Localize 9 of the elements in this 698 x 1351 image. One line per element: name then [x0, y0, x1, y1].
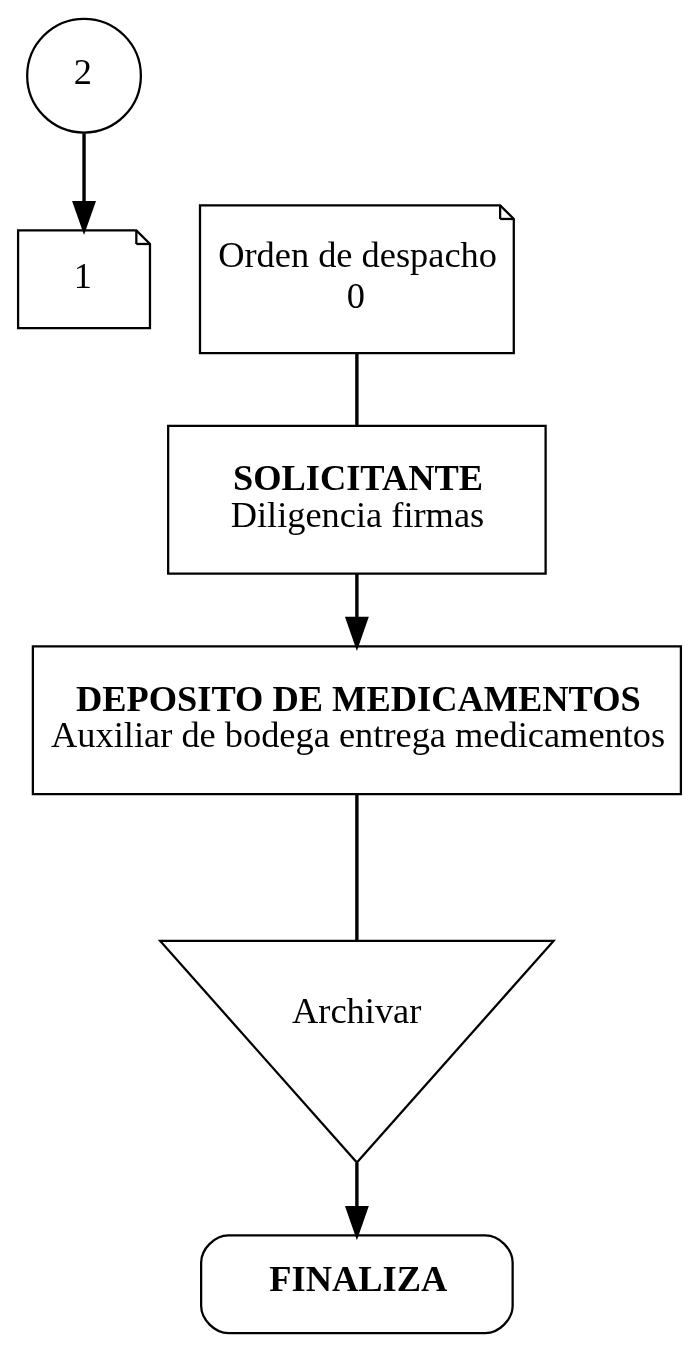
node-box: DEPOSITO DE MEDICAMENTOS Auxiliar de bodega entrega medicamentos — [31, 644, 682, 795]
node-box: SOLICITANTE Diligencia firmas — [166, 424, 547, 575]
connector — [354, 793, 359, 941]
arrow — [344, 573, 369, 651]
arrow — [71, 132, 96, 235]
connector — [354, 352, 359, 425]
node-box: FINALIZA — [199, 1233, 514, 1334]
arrow — [344, 1162, 369, 1240]
node-circle: 2 — [25, 17, 142, 134]
